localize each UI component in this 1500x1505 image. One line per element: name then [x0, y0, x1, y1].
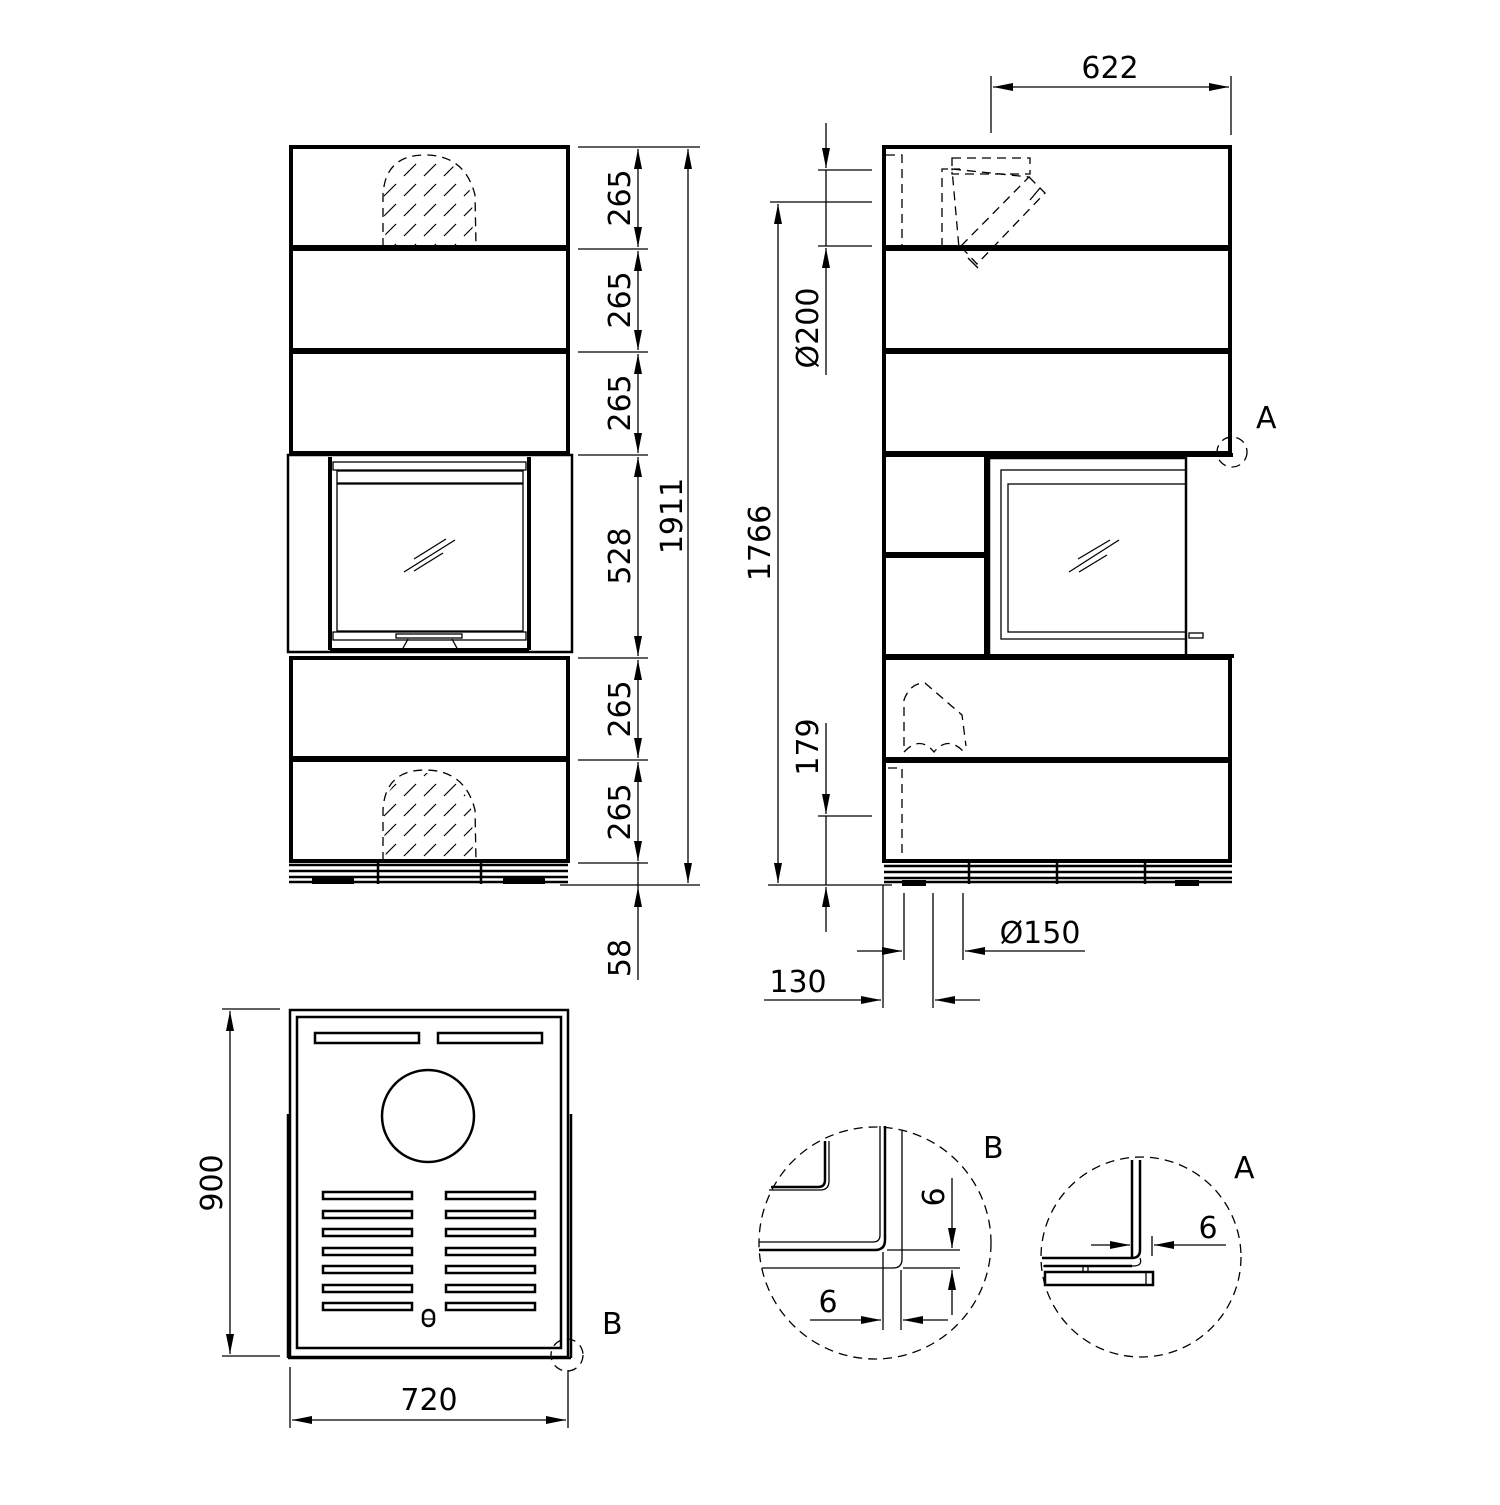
detail-b: 6 6 B — [758, 1126, 1004, 1360]
dim-front-panel-1: 265 — [603, 169, 638, 226]
detail-a-label: A — [1234, 1151, 1255, 1186]
top-dimensions: 900 720 — [195, 1008, 569, 1428]
dim-front-panel-6: 265 — [603, 783, 638, 840]
detail-a-circle — [1040, 1156, 1242, 1358]
top-vent-slots — [321, 1190, 537, 1312]
side-panel-2 — [882, 247, 1232, 352]
dim-air-inlet-height: 179 — [791, 718, 826, 775]
dim-air-inlet-offset: 130 — [769, 965, 826, 1000]
side-small-panel-2 — [882, 554, 988, 658]
dim-top-depth: 900 — [195, 1154, 230, 1211]
side-dimensions: 622 Ø200 1766 179 Ø150 130 — [743, 51, 1232, 1008]
top-bolt-hole — [421, 1308, 436, 1328]
front-base — [289, 862, 568, 884]
detail-b-circle — [758, 1126, 992, 1360]
detail-a-ref: A — [1256, 401, 1277, 436]
front-panel-2 — [289, 247, 570, 352]
dim-front-panel-3: 265 — [603, 374, 638, 431]
top-flue-opening — [380, 1068, 476, 1164]
dim-front-total-height: 1911 — [655, 478, 690, 554]
detail-a: 6 A — [1040, 1151, 1255, 1358]
front-view — [286, 145, 574, 884]
top-slot-left — [313, 1031, 421, 1045]
dim-detail-b-horizontal: 6 — [818, 1285, 837, 1320]
dim-front-firebox: 528 — [603, 527, 638, 584]
dim-air-inlet-diameter: Ø150 — [1000, 916, 1081, 951]
side-panel-1 — [882, 145, 1232, 249]
side-panel-6 — [882, 759, 1232, 863]
dim-flue-height: 1766 — [743, 505, 778, 581]
top-inner-outline — [295, 1015, 563, 1350]
dim-flue-diameter: Ø200 — [791, 288, 826, 369]
top-outer-outline — [288, 1008, 570, 1359]
detail-b-marker — [550, 1338, 584, 1372]
front-panel-6 — [289, 758, 570, 863]
front-firebox — [286, 453, 574, 654]
side-firebox — [986, 453, 1234, 658]
dim-detail-b-vertical: 6 — [917, 1187, 952, 1206]
front-flue-hidden — [382, 154, 477, 248]
dim-front-panel-2: 265 — [603, 271, 638, 328]
detail-b-label: B — [983, 1131, 1004, 1166]
dim-front-base: 58 — [603, 939, 638, 977]
side-view: A — [882, 145, 1277, 886]
dim-front-panel-5: 265 — [603, 680, 638, 737]
dim-top-width: 720 — [400, 1383, 457, 1418]
detail-a-bottom-plate — [1043, 1270, 1155, 1287]
side-small-panel-1 — [882, 453, 988, 556]
top-view: B — [286, 1008, 623, 1372]
detail-a-marker — [1216, 436, 1248, 468]
side-base — [884, 862, 1232, 886]
side-air-duct-hidden — [903, 682, 967, 747]
front-panel-3 — [289, 350, 570, 455]
front-dimensions: 265 265 265 528 265 265 58 1911 — [560, 146, 700, 980]
dim-side-depth: 622 — [1081, 51, 1138, 86]
side-panel-3 — [882, 350, 1232, 455]
top-slot-right — [436, 1031, 544, 1045]
side-panel-5 — [882, 656, 1232, 761]
side-flue-collar-hidden — [951, 157, 1031, 175]
detail-b-ref: B — [602, 1307, 623, 1342]
front-panel-5 — [289, 656, 570, 760]
dim-detail-a-gap: 6 — [1198, 1211, 1217, 1246]
front-air-hidden — [382, 769, 477, 862]
